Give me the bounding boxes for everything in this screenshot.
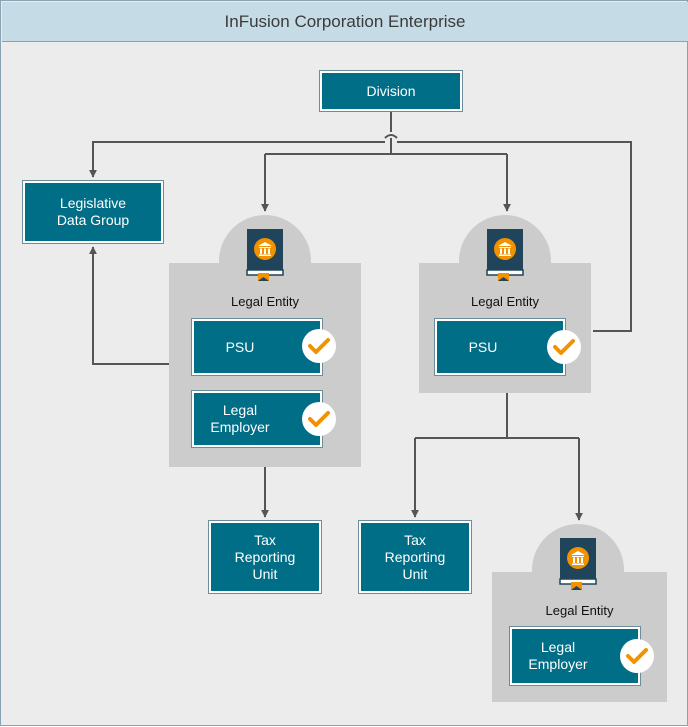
legal-employer-box-3: Legal Employer	[509, 626, 641, 686]
legal-entity-label-1: Legal Entity	[231, 294, 299, 309]
connector-right-rail	[397, 141, 632, 332]
legislative-data-group-box: Legislative Data Group	[22, 180, 164, 244]
legal-employer-box-1: Legal Employer	[191, 390, 323, 448]
connector-legal-entity-2-split	[415, 393, 579, 439]
checkmark-icon	[302, 402, 336, 436]
legal-entity-label-3: Legal Entity	[545, 603, 614, 618]
tax-reporting-unit-box-1: Tax Reporting Unit	[208, 520, 322, 594]
tax-reporting-unit-box-2: Tax Reporting Unit	[358, 520, 472, 594]
bank-book-icon	[559, 538, 597, 590]
connector-division-bridge	[384, 134, 398, 139]
bank-book-icon	[486, 229, 524, 281]
psu-box-2: PSU	[434, 318, 566, 376]
psu-box-1: PSU	[191, 318, 323, 376]
checkmark-icon	[547, 330, 581, 364]
connector-to-legislative-data-group	[89, 141, 385, 178]
bank-book-icon	[246, 229, 284, 281]
checkmark-icon	[302, 329, 336, 363]
connector-legal-entity-1-to-ldg	[89, 246, 169, 365]
division-box: Division	[319, 70, 463, 112]
enterprise-title: InFusion Corporation Enterprise	[2, 2, 688, 42]
legal-entity-label-2: Legal Entity	[471, 294, 539, 309]
checkmark-icon	[620, 639, 654, 673]
